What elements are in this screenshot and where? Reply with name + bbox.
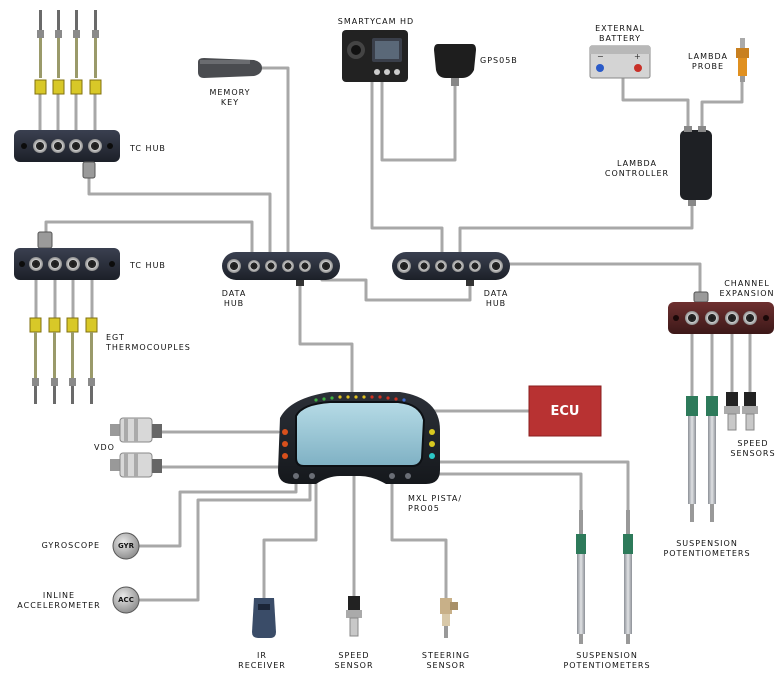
data-hub-left [222,252,340,286]
suspension-bottom-label: SUSPENSION POTENTIOMETERS [563,651,651,670]
suspension-right-label: SUSPENSION POTENTIOMETERS [663,539,751,558]
data-hub-right [392,252,510,286]
smartycam-label: SMARTYCAM HD [337,17,415,26]
ecu-box [528,385,602,437]
thermocouples-top [34,10,102,95]
lambda-controller-device [680,126,712,206]
speed-sensor-bottom-label: SPEED SENSOR [334,651,374,670]
tc-hub-bottom-label: TC HUB [130,261,166,270]
gps-label: GPS05B [480,56,518,65]
tc-hub-top [14,130,120,179]
suspension-potentiometers-bottom [576,510,633,644]
speed-sensor [742,392,758,431]
thermocouple-probe [66,317,79,404]
potentiometer [686,396,698,522]
speed-sensors-right [724,392,758,431]
memory-key-device [198,58,262,78]
thermocouple-probe [89,10,102,95]
ir-receiver-device [252,598,276,638]
channel-expansion-device [668,291,774,334]
acc-badge-text: ACC [118,596,134,604]
vdo-sensor [110,452,162,478]
data-hub-left-label: DATA HUB [221,289,247,308]
inline-accelerometer-label: INLINE ACCELEROMETER [17,591,101,610]
channel-expansion-label: CHANNEL EXPANSION [719,279,775,298]
external-battery-label: EXTERNAL BATTERY [595,24,645,43]
tc-hub-top-label: TC HUB [130,144,166,153]
thermocouple-probe [70,10,83,95]
speed-sensors-right-label: SPEED SENSORS [730,439,776,458]
potentiometer [576,510,586,644]
external-battery: − + [589,45,651,79]
speed-sensor-bottom-device [346,596,362,637]
memory-key-label: MEMORY KEY [209,88,251,107]
potentiometer [706,396,718,522]
lambda-controller-label: LAMBDA CONTROLLER [604,159,670,178]
gyroscope-label: GYROSCOPE [41,541,100,550]
steering-sensor-label: STEERING SENSOR [421,651,471,670]
suspension-potentiometers-right [686,396,718,522]
smartycam-device [342,30,408,82]
gyroscope-sensor [112,532,140,560]
lambda-probe-device [736,38,749,82]
ecu-label: ECU [550,403,580,419]
gyr-badge-text: GYR [117,542,135,550]
svg-text:−: − [597,52,604,61]
vdo-sensor [110,417,162,443]
gps-module [434,44,476,86]
mxl-dashboard [278,392,440,484]
thermocouple-probe [34,10,47,95]
mxl-label: MXL PISTA/ PRO05 [408,494,463,513]
accelerometer-sensor [112,586,140,614]
ir-receiver-label: IR RECEIVER [238,651,286,670]
egt-label: EGT THERMOCOUPLES [106,333,191,352]
vdo-sensors [110,417,162,478]
tc-hub-bottom [14,231,120,280]
vdo-label: VDO [94,443,115,452]
steering-sensor-device [440,598,458,638]
thermocouple-probe [52,10,65,95]
thermocouples-bottom [29,317,98,404]
potentiometer [623,510,633,644]
cables [34,66,752,602]
svg-text:+: + [634,52,641,61]
speed-sensor [724,392,740,431]
data-hub-right-label: DATA HUB [483,289,509,308]
thermocouple-probe [48,317,61,404]
thermocouple-probe [29,317,42,404]
thermocouple-probe [85,317,98,404]
lambda-probe-label: LAMBDA PROBE [688,52,728,71]
